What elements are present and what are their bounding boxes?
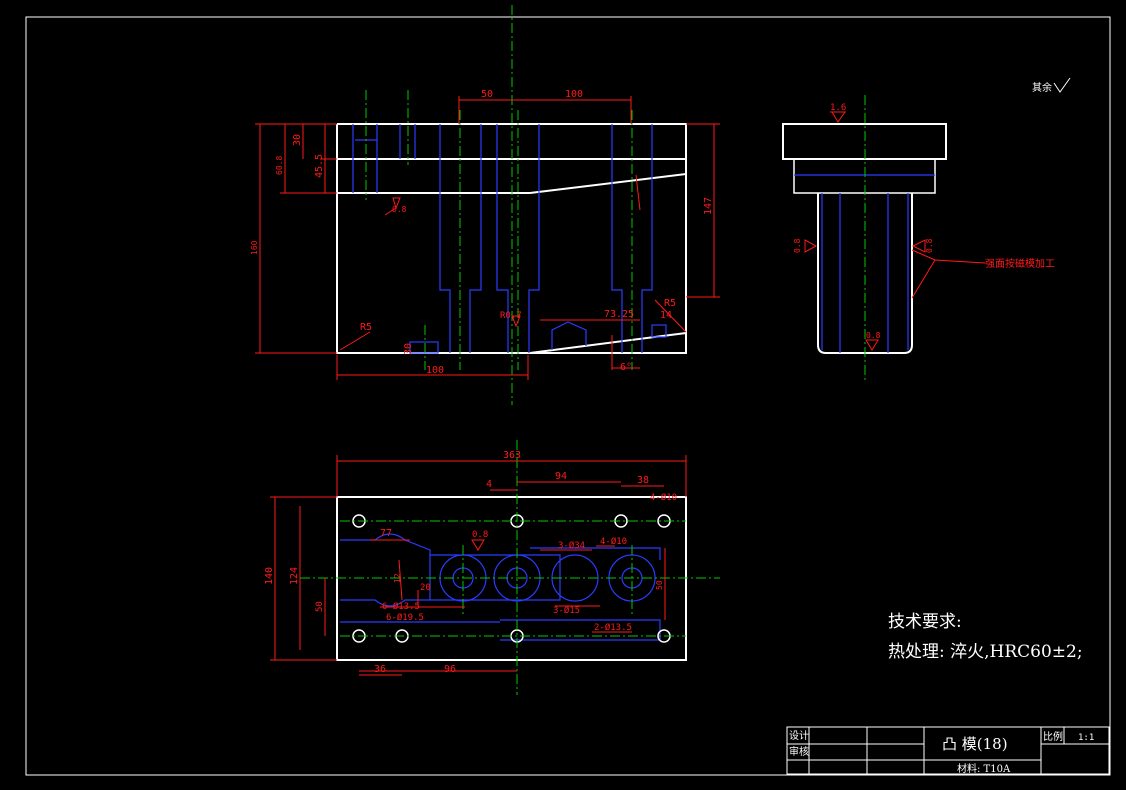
dim-3-15: 3-Ø15 xyxy=(553,605,580,616)
tech-heat: 热处理: 淬火,HRC60±2; xyxy=(888,642,1083,662)
side-view: 1.6 0.8 0.8 0.8 强面按磁模加工 其余 xyxy=(782,77,1071,380)
front-band-slope xyxy=(529,173,687,194)
scale-value: 1:1 xyxy=(1078,733,1094,743)
material-label: 材料: T10A xyxy=(957,762,1011,775)
dim-60: 60.8 xyxy=(275,156,284,175)
review-label: 审核 xyxy=(789,745,809,758)
front-view: 50 100 30 60.8 45.5 160 147 100 R5 R5 30… xyxy=(250,5,720,405)
dim-100-top: 100 xyxy=(565,89,583,100)
dim-50: 50 xyxy=(481,89,493,100)
dim-4-10: 4-Ø10 xyxy=(600,536,627,547)
side-rough-08-bottom: 0.8 xyxy=(866,331,881,340)
front-outline xyxy=(336,123,687,354)
dim-6-13: 6-Ø13.5 xyxy=(382,601,420,612)
side-rough-08-right: 0.8 xyxy=(925,238,934,253)
dim-77: 77 xyxy=(380,528,392,539)
dim-96: 96 xyxy=(444,664,456,675)
tech-requirements: 技术要求: 热处理: 淬火,HRC60±2; xyxy=(888,612,1083,662)
dim-6deg: 6° xyxy=(620,362,632,373)
dim-r5-right: R5 xyxy=(664,298,676,309)
dim-50-left: 50 xyxy=(315,601,325,612)
dim-45: 45.5 xyxy=(314,154,325,178)
design-label: 设计 xyxy=(789,729,809,742)
rough-r07: R0.7 xyxy=(500,311,522,321)
dim-6-19: 6-Ø19.5 xyxy=(386,612,424,623)
dim-r5-left: R5 xyxy=(360,322,372,333)
top-view: 363 94 4 38 4-Ø10 140 124 50 36 96 77 0.… xyxy=(264,440,720,695)
front-bottom-slope xyxy=(529,332,687,354)
dim-14: 14 xyxy=(660,310,672,321)
dim-147: 147 xyxy=(703,197,714,215)
dim-160: 160 xyxy=(250,240,259,255)
dim-08: 0.8 xyxy=(472,530,488,540)
dim-94: 94 xyxy=(555,471,567,482)
dim-36: 36 xyxy=(374,664,386,675)
tech-heading: 技术要求: xyxy=(888,612,962,632)
dim-30-low: 30 xyxy=(403,343,414,355)
title-block: 设计 审核 凸 模(18) 材料: T10A 比例 1:1 xyxy=(786,726,1110,775)
dim-140: 140 xyxy=(264,567,275,585)
ground-note: 强面按磁模加工 xyxy=(985,257,1055,270)
rough-08-a: 0.8 xyxy=(392,205,407,214)
dim-124: 124 xyxy=(289,567,300,585)
dim-3-34: 3-Ø34 xyxy=(558,540,585,551)
scale-label: 比例 xyxy=(1043,730,1063,743)
drawing-title: 凸 模(18) xyxy=(942,735,1008,753)
dim-100-bottom: 100 xyxy=(426,365,444,376)
dim-363: 363 xyxy=(503,450,521,461)
dim-12: 12 xyxy=(393,573,402,583)
side-rough-16: 1.6 xyxy=(830,103,846,113)
dim-corner: 4-Ø10 xyxy=(650,492,677,503)
dim-50-right: 50 xyxy=(655,580,664,590)
rest-roughness-label: 其余 xyxy=(1032,81,1052,94)
drawing-border xyxy=(25,16,1111,776)
dim-4: 4 xyxy=(486,479,492,490)
dim-73: 73.25 xyxy=(604,309,634,320)
dim-20: 20 xyxy=(420,583,431,593)
dim-30: 30 xyxy=(292,134,303,146)
rest-roughness: 其余 xyxy=(1032,77,1071,94)
dim-2-13: 2-Ø13.5 xyxy=(594,622,632,633)
dim-38: 38 xyxy=(637,475,649,486)
side-rough-08-left: 0.8 xyxy=(793,238,802,253)
